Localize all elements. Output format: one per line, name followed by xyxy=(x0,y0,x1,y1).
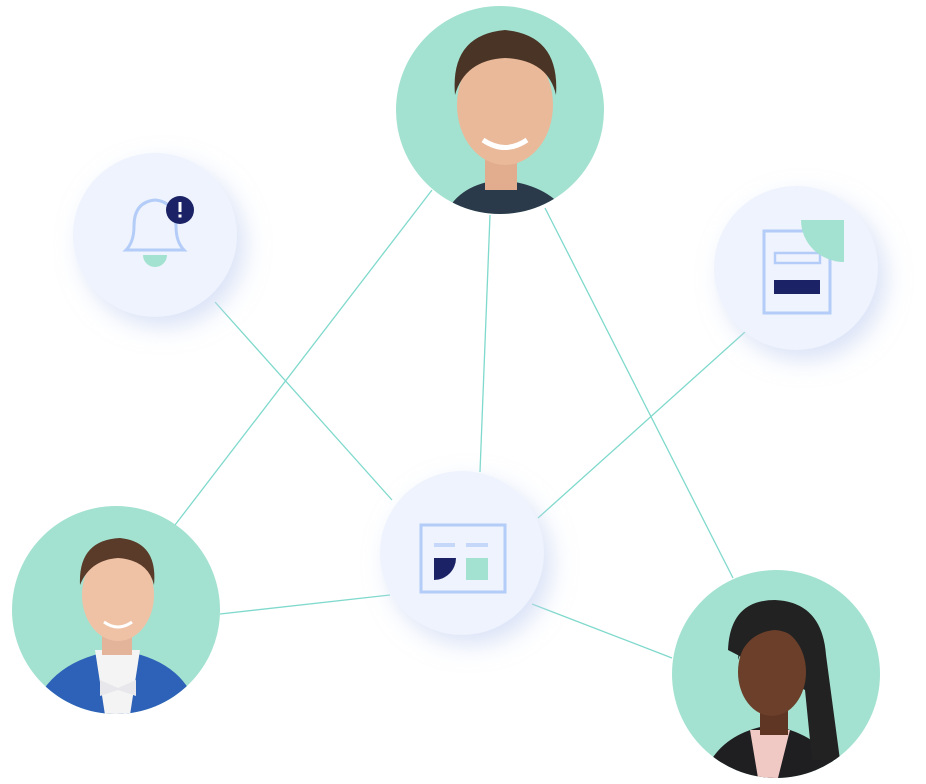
connector-line xyxy=(479,214,491,473)
bell-icon xyxy=(122,196,194,267)
connector-line xyxy=(219,594,391,615)
connector-line xyxy=(537,331,746,519)
document-icon xyxy=(762,220,844,315)
avatar-right xyxy=(672,570,880,778)
connectors xyxy=(174,189,746,659)
avatar-top xyxy=(396,6,604,214)
dashboard-node xyxy=(380,471,544,635)
connector-line xyxy=(214,301,393,501)
dashboard-icon xyxy=(419,523,507,594)
avatar-left xyxy=(12,506,220,714)
connector-line xyxy=(544,207,734,579)
bell-node xyxy=(73,153,237,317)
connector-line xyxy=(174,189,433,526)
document-node xyxy=(714,186,878,350)
connector-line xyxy=(531,603,673,659)
